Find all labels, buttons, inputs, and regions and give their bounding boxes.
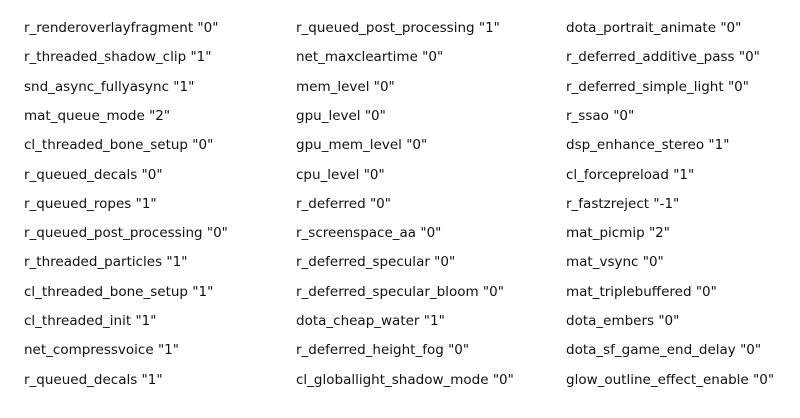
config-line: cl_threaded_bone_setup "0" (24, 137, 214, 154)
config-line: cl_threaded_init "1" (24, 313, 157, 329)
config-line: gpu_mem_level "0" (296, 137, 428, 154)
config-line: net_maxcleartime "0" (296, 49, 444, 66)
config-line: r_deferred "0" (296, 195, 391, 212)
config-line: net_compressvoice "1" (24, 342, 179, 359)
config-line: dota_cheap_water "1" (296, 313, 445, 329)
config-line: r_queued_ropes "1" (24, 195, 157, 212)
config-line: mem_level "0" (296, 78, 395, 95)
config-line: dota_sf_game_end_delay "0" (566, 342, 762, 359)
config-line: r_threaded_shadow_clip "1" (24, 49, 212, 66)
config-line: r_queued_post_processing "0" (24, 225, 228, 242)
config-line: r_deferred_specular_bloom "0" (296, 283, 504, 300)
config-line: r_queued_post_processing "1" (296, 20, 500, 36)
config-line: r_renderoverlayfragment "0" (24, 20, 219, 36)
config-line: r_deferred_simple_light "0" (566, 78, 749, 95)
config-line: mat_vsync "0" (566, 254, 664, 271)
config-line: cl_forcepreload "1" (566, 166, 695, 183)
config-line: snd_async_fullyasync "1" (24, 78, 195, 95)
config-line: gpu_level "0" (296, 107, 386, 124)
config-line: glow_outline_effect_enable "0" (566, 371, 775, 388)
config-line: r_ssao "0" (566, 107, 635, 124)
config-line: r_deferred_height_fog "0" (296, 342, 470, 359)
config-line: cpu_level "0" (296, 166, 385, 183)
config-line: cl_threaded_bone_setup "1" (24, 283, 214, 300)
config-line: r_deferred_additive_pass "0" (566, 49, 760, 66)
config-line: r_deferred_specular "0" (296, 254, 456, 271)
config-line: r_screenspace_aa "0" (296, 225, 442, 242)
config-line: cl_globallight_shadow_mode "0" (296, 371, 514, 388)
config-line: r_threaded_particles "1" (24, 254, 188, 271)
config-line: dsp_enhance_stereo "1" (566, 137, 730, 154)
config-line: dota_embers "0" (566, 313, 680, 329)
config-line: mat_picmip "2" (566, 225, 670, 242)
config-line: mat_queue_mode "2" (24, 107, 171, 124)
config-line: dota_portrait_animate "0" (566, 20, 742, 36)
config-line: r_queued_decals "0" (24, 166, 163, 183)
config-line: r_fastzreject "-1" (566, 195, 680, 212)
config-line: mat_triplebuffered "0" (566, 283, 717, 300)
config-line: r_queued_decals "1" (24, 371, 163, 388)
